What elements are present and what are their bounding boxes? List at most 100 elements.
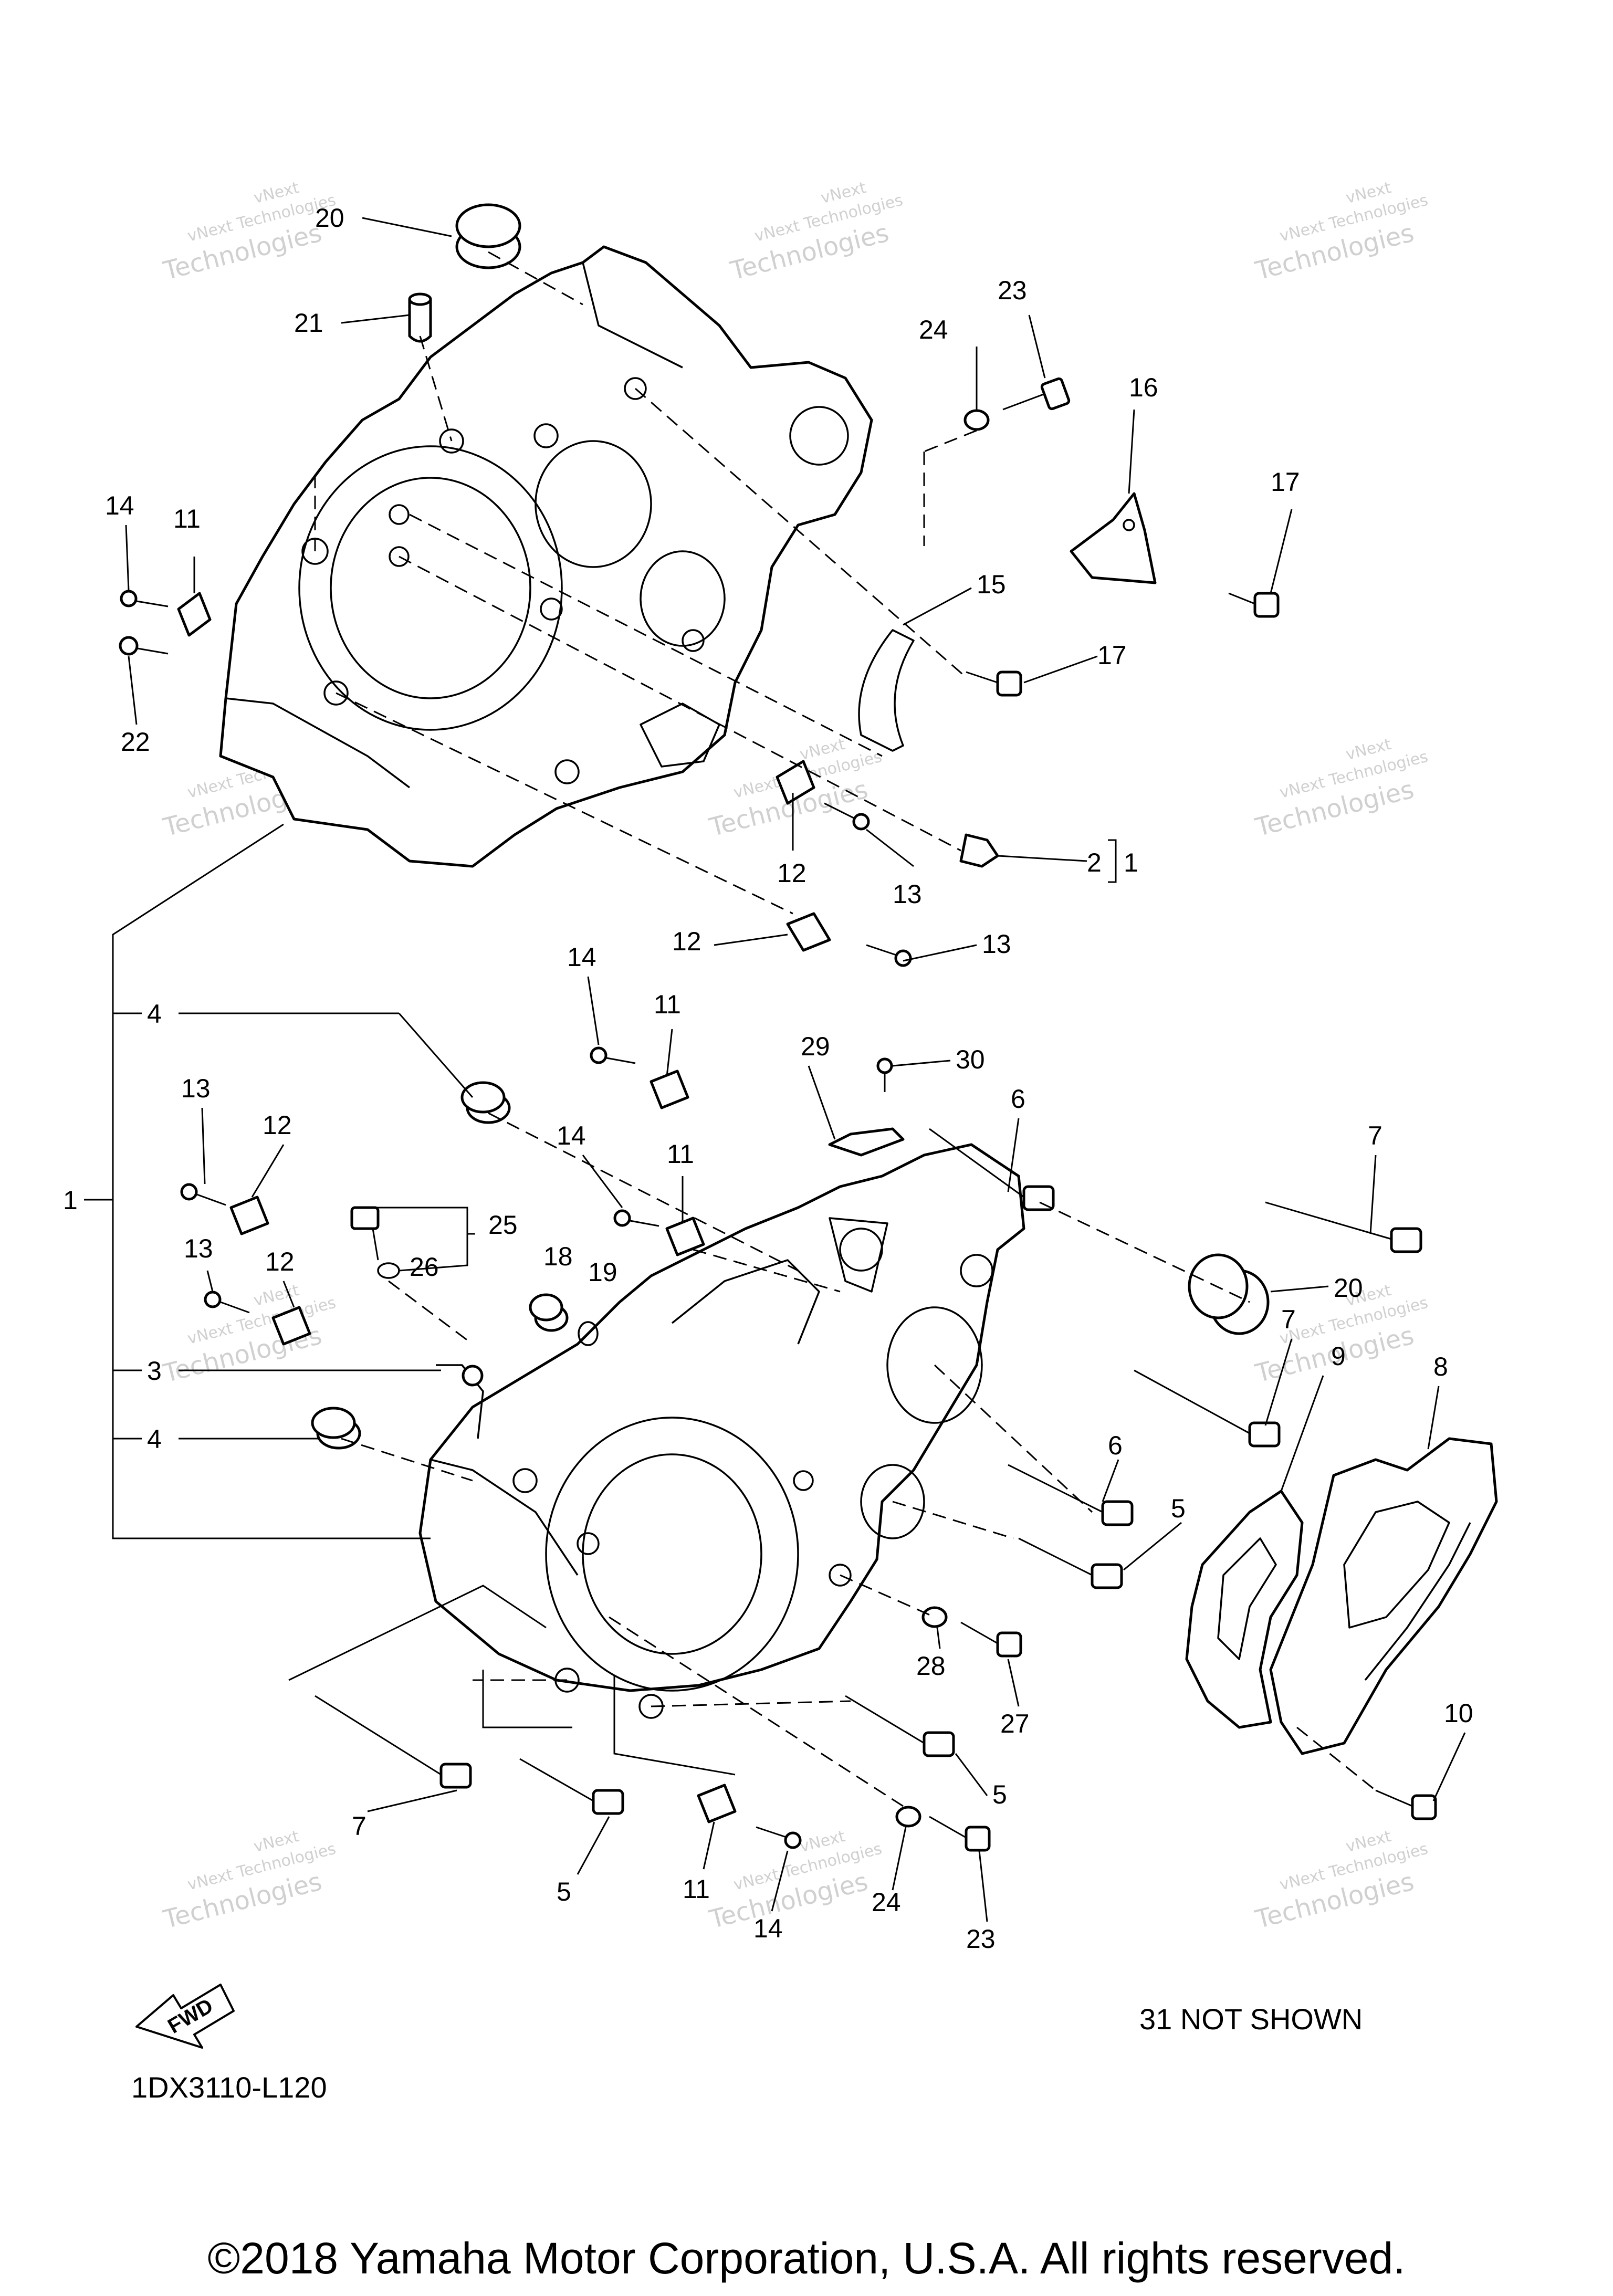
- stopper-plate-part-15: [858, 629, 915, 752]
- callout-7-bottom: 7: [352, 1811, 366, 1841]
- plate-part-11-a: [177, 592, 212, 637]
- callouts: 20 21 24 23 16 17 15 17 2 1 14 11 22 12 …: [63, 203, 1473, 1954]
- callout-24-top: 24: [919, 315, 948, 344]
- callout-15: 15: [977, 570, 1006, 599]
- callout-12-left-a: 12: [263, 1110, 292, 1140]
- callout-22: 22: [121, 727, 150, 757]
- bolt-part-5-mid: [1018, 1537, 1123, 1589]
- plate-part-11-c: [665, 1217, 705, 1256]
- assembly-lines: [314, 251, 1376, 1807]
- callout-30: 30: [956, 1045, 985, 1074]
- screw-part-13-b: [866, 944, 912, 967]
- bolt-part-23-bottom: [929, 1816, 991, 1852]
- callout-17-mid: 17: [1097, 641, 1127, 670]
- callout-14-top-left: 14: [105, 491, 134, 520]
- bolt-part-23-top: [1002, 377, 1071, 411]
- callout-14-bottom: 14: [753, 1914, 783, 1943]
- screw-part-13-d: [204, 1291, 250, 1314]
- diagram-code: 1DX3110-L120: [131, 2071, 327, 2104]
- callout-7-top: 7: [1368, 1121, 1382, 1150]
- dowel-pin-part-21: [408, 292, 432, 343]
- plate-part-12-c: [229, 1196, 269, 1235]
- screw-part-30: [876, 1057, 893, 1092]
- bolt-part-7-bottom: [315, 1695, 472, 1789]
- dowel-pin-part-18: [529, 1293, 569, 1332]
- callout-12-lower: 12: [672, 927, 701, 956]
- oil-seal-part-20-top: [455, 203, 521, 269]
- callout-12-left-b: 12: [265, 1247, 295, 1276]
- dowel-pin-part-4-top: [460, 1081, 511, 1124]
- screw-part-22: [119, 636, 169, 656]
- sprocket-cover-part-8: [1269, 1437, 1498, 1755]
- callout-13-left-b: 13: [184, 1234, 213, 1263]
- callout-11-mid: 11: [667, 1139, 694, 1169]
- bolt-part-7-mid: [1134, 1369, 1281, 1448]
- plate-part-12-b: [786, 912, 831, 952]
- callout-28: 28: [916, 1651, 946, 1681]
- callout-5-bottom: 5: [557, 1877, 571, 1906]
- callout-21: 21: [294, 308, 323, 338]
- screw-part-14-d: [756, 1826, 802, 1849]
- bolt-part-6-top: [929, 1128, 1055, 1211]
- screw-part-13-c: [180, 1183, 226, 1206]
- bolt-part-5-bottom: [519, 1758, 624, 1815]
- not-shown-note: 31 NOT SHOWN: [1139, 2003, 1363, 2036]
- leader-lines: [84, 217, 1466, 1922]
- copyright-notice: ©2018 Yamaha Motor Corporation, U.S.A. A…: [207, 2234, 1405, 2283]
- bolt-part-5-lower: [845, 1695, 955, 1757]
- callout-13-lower: 13: [982, 929, 1011, 959]
- callout-23-bottom: 23: [966, 1924, 996, 1954]
- callout-16: 16: [1129, 373, 1158, 402]
- callout-11-mid-top: 11: [654, 990, 681, 1019]
- plate-part-12-d: [271, 1306, 311, 1346]
- callout-20-right: 20: [1334, 1273, 1363, 1303]
- callout-11-top-left: 11: [173, 504, 201, 533]
- screw-part-14-c: [613, 1209, 659, 1227]
- callout-14-mid-top: 14: [567, 942, 596, 972]
- washer-part-24-top: [963, 409, 990, 431]
- bolt-part-17-right: [1228, 592, 1280, 618]
- callout-14-mid: 14: [557, 1121, 586, 1150]
- plate-part-11-b: [650, 1070, 689, 1109]
- screw-part-13-a: [824, 802, 870, 831]
- bolt-part-6-mid: [1008, 1464, 1134, 1526]
- callout-23-top: 23: [998, 276, 1027, 305]
- callout-4-bottom: 4: [147, 1424, 162, 1454]
- callout-20-top: 20: [315, 203, 344, 233]
- callout-4-top: 4: [147, 999, 162, 1029]
- callout-1: 1: [63, 1186, 78, 1215]
- parts: [119, 203, 1437, 1852]
- callout-7-mid: 7: [1281, 1305, 1296, 1334]
- guide-plate-part-16: [1070, 492, 1157, 584]
- screw-part-14-a: [120, 590, 169, 607]
- bolt-part-17-mid: [966, 670, 1022, 697]
- callout-2-parent: 1: [1124, 848, 1138, 877]
- bolt-part-27: [960, 1621, 1022, 1658]
- callout-6-top: 6: [1011, 1084, 1025, 1114]
- callout-13-left-a: 13: [181, 1074, 211, 1103]
- fwd-arrow-icon: [135, 1984, 235, 2049]
- callout-27: 27: [1000, 1709, 1030, 1738]
- callout-6-mid: 6: [1108, 1431, 1123, 1460]
- callout-5-mid: 5: [1171, 1494, 1186, 1523]
- callout-8: 8: [1433, 1352, 1448, 1381]
- callout-10: 10: [1444, 1699, 1473, 1728]
- callout-12-upper: 12: [777, 858, 806, 888]
- callout-13-upper: 13: [893, 879, 922, 909]
- pipe-part-3: [436, 1364, 484, 1439]
- plug-part-2: [959, 833, 999, 868]
- holder-part-29: [828, 1127, 905, 1157]
- callout-24-bottom: 24: [872, 1888, 901, 1917]
- crankcase-left-half: [219, 245, 873, 868]
- callout-17-right: 17: [1271, 467, 1300, 497]
- callout-18: 18: [543, 1242, 573, 1271]
- plate-part-12-a: [776, 760, 815, 805]
- o-ring-part-19: [578, 1321, 599, 1346]
- callout-19: 19: [588, 1257, 617, 1287]
- callout-29: 29: [801, 1032, 830, 1061]
- callout-2: 2: [1087, 848, 1102, 877]
- callout-3: 3: [147, 1356, 162, 1386]
- callout-25: 25: [488, 1210, 518, 1240]
- bolt-part-10: [1375, 1789, 1437, 1820]
- callout-26: 26: [410, 1252, 439, 1282]
